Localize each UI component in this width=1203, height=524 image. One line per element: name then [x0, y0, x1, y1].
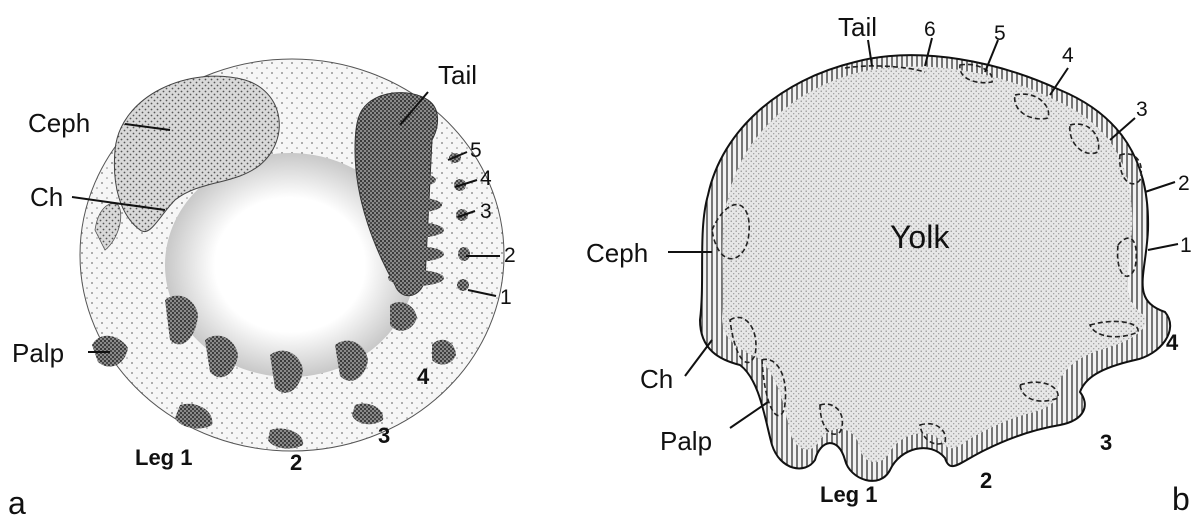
panel-a-letter: a — [8, 485, 26, 521]
panel-a: Ceph Ch Palp Tail 5 4 3 2 1 4 3 2 Leg 1 … — [8, 59, 516, 521]
panel-a-segment-2 — [384, 246, 444, 262]
panel-b-label-seg1: 1 — [1180, 234, 1192, 257]
panel-b-label-tail: Tail — [838, 12, 877, 42]
panel-b: Yolk Tail 6 5 4 3 2 1 Ceph Ch Palp Leg 1… — [586, 12, 1192, 517]
panel-a-label-seg4: 4 — [480, 167, 492, 190]
panel-b-label-leg3: 3 — [1100, 430, 1112, 455]
panel-a-label-tail: Tail — [438, 60, 477, 90]
panel-b-label-seg3: 3 — [1136, 98, 1148, 121]
panel-b-label-leg4: 4 — [1166, 330, 1179, 355]
panel-b-label-palp: Palp — [660, 426, 712, 456]
panel-b-label-seg2: 2 — [1178, 172, 1190, 195]
panel-a-label-ch: Ch — [30, 182, 63, 212]
panel-a-segment-4 — [382, 197, 442, 213]
panel-b-label-ceph: Ceph — [586, 238, 648, 268]
panel-a-label-seg3: 3 — [480, 200, 492, 223]
panel-b-label-leg2: 2 — [980, 468, 992, 493]
panel-a-label-leg1: Leg 1 — [135, 445, 192, 470]
panel-b-letter: b — [1172, 481, 1190, 517]
panel-a-label-seg5: 5 — [470, 139, 482, 162]
panel-b-label-ch: Ch — [640, 364, 673, 394]
panel-a-label-leg2: 2 — [290, 450, 302, 475]
panel-a-segment-5 — [380, 172, 436, 188]
panel-b-label-seg6: 6 — [924, 18, 936, 41]
panel-a-label-palp: Palp — [12, 338, 64, 368]
panel-a-label-seg2: 2 — [504, 244, 516, 267]
panel-a-segment-1 — [388, 270, 444, 286]
panel-b-label-seg5: 5 — [994, 22, 1006, 45]
panel-b-label-yolk: Yolk — [890, 219, 950, 255]
panel-b-label-seg4: 4 — [1062, 44, 1074, 67]
panel-a-segment-3 — [384, 222, 444, 238]
panel-a-label-seg1: 1 — [500, 286, 512, 309]
panel-a-label-leg3: 3 — [378, 423, 390, 448]
panel-a-label-leg4: 4 — [417, 364, 430, 389]
panel-b-label-leg1: Leg 1 — [820, 482, 877, 507]
panel-a-label-ceph: Ceph — [28, 108, 90, 138]
